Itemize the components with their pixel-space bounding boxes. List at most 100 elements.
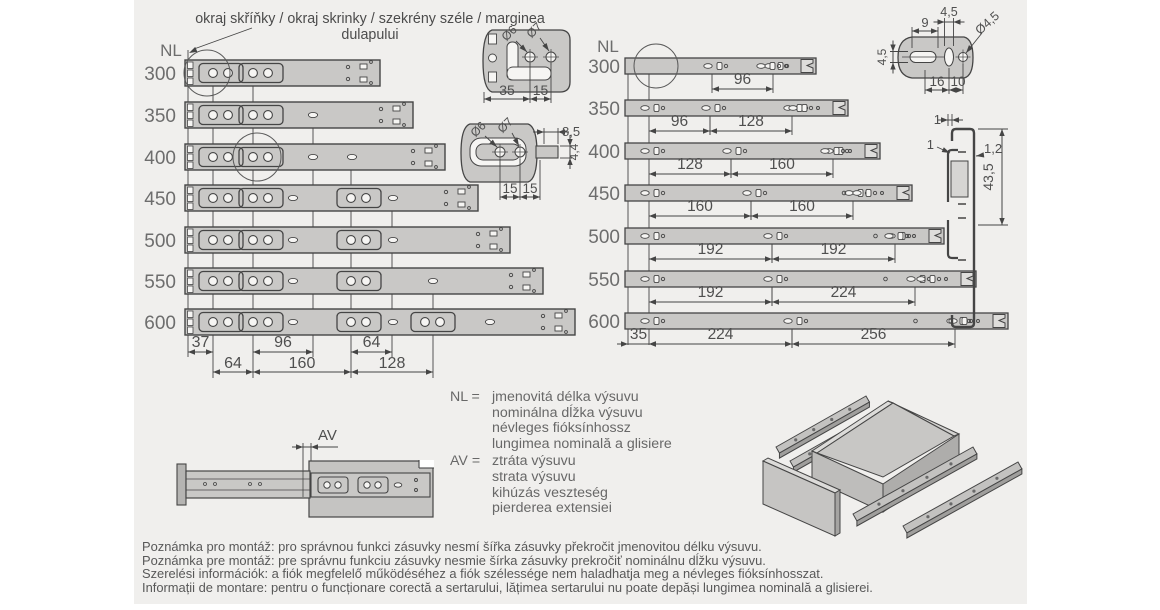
rivet-dot	[936, 276, 942, 282]
dim-arrow	[949, 87, 956, 93]
screw-hole	[208, 68, 218, 78]
slot-hole	[756, 63, 766, 69]
dim-value: 1,2	[984, 141, 1002, 156]
hole-group	[763, 274, 789, 284]
rivet-dot	[499, 227, 503, 231]
dim-value: 128	[738, 113, 764, 130]
mount-bracket	[198, 146, 244, 168]
screw-hole	[323, 481, 331, 489]
screw-hole	[361, 235, 371, 245]
leader-arrow	[489, 139, 497, 147]
rail-body	[624, 142, 881, 160]
bracket-outline	[238, 187, 284, 209]
bracket-outline	[317, 476, 349, 494]
slot-hole	[387, 194, 399, 202]
dim-arrow	[426, 369, 433, 375]
hole-group	[640, 316, 666, 326]
bracket-outline	[198, 229, 244, 251]
dim-value: 43,5	[980, 163, 996, 190]
mount-square	[187, 236, 194, 244]
mount-square	[187, 186, 194, 194]
drawer-slide-right-b	[902, 461, 1023, 539]
nl-value: 350	[144, 106, 176, 127]
hole-group	[701, 103, 727, 113]
dim-value: 96	[671, 113, 688, 130]
rivet-dot	[434, 144, 438, 148]
leader-arrow	[189, 46, 198, 53]
dim-arrow	[649, 213, 656, 219]
slide-outer-rail	[185, 470, 311, 499]
rivet-dot	[248, 482, 252, 486]
hole-group	[763, 231, 789, 241]
mount-bracket	[198, 187, 244, 209]
mount-bracket	[238, 229, 284, 251]
screw-hole	[263, 235, 273, 245]
end-square	[424, 147, 433, 154]
key-hole	[769, 61, 776, 71]
inner-rail-profile	[946, 148, 958, 260]
dim-arrow	[649, 256, 656, 262]
mount-square	[187, 310, 194, 318]
mount-bracket	[238, 104, 284, 126]
rivet-dot	[414, 478, 418, 482]
key-hole	[653, 231, 660, 241]
dim-arrow	[948, 341, 955, 347]
hole-group	[788, 103, 820, 113]
slide-row-nl-550: 550	[144, 267, 544, 295]
bracket-outline	[198, 311, 244, 333]
mount-square	[187, 194, 194, 202]
dim-arrow	[772, 256, 779, 262]
mount-square	[187, 111, 194, 119]
screw-hole	[263, 110, 273, 120]
legend-line: nominálna dĺžka výsuvu	[492, 404, 643, 421]
hole-group	[916, 274, 948, 284]
hole-group	[640, 274, 666, 284]
screw-hole	[248, 110, 258, 120]
dim-arrow	[766, 86, 773, 92]
screw-hole	[263, 276, 273, 286]
rivet-dot	[926, 515, 930, 519]
rail-end-hook	[896, 186, 910, 200]
rivet-dot	[660, 233, 666, 239]
slot-hole	[742, 190, 752, 196]
dim-arrow	[344, 369, 351, 375]
screw-hole	[223, 317, 233, 327]
rivet-dot	[721, 105, 727, 111]
key-hole	[929, 274, 936, 284]
rivet-dot	[803, 318, 809, 324]
note-ro: Informații de montare: pentru o funcțion…	[142, 579, 873, 595]
rivet-dot	[872, 190, 878, 196]
hole-group	[640, 146, 666, 156]
rivet-dot	[203, 482, 207, 486]
rivet-dot	[723, 63, 729, 69]
slot-hole	[703, 63, 713, 69]
key-hole	[796, 103, 803, 113]
legend-nl-lines: jmenovitá délka výsuvu nominálna dĺžka v…	[492, 389, 672, 452]
hole-group	[783, 316, 809, 326]
leader-line	[193, 27, 253, 50]
dim-value: 64	[224, 355, 242, 372]
rail-end-hook	[992, 314, 1006, 328]
outer-rail-profile	[950, 127, 976, 329]
mount-square	[187, 153, 194, 161]
detail-callout-circle	[232, 132, 282, 182]
leader-arrow	[976, 152, 985, 158]
slot-hole	[427, 277, 439, 285]
slot-hole	[640, 233, 650, 239]
legend-av: AV = ztráta výsuvu strata výsuvu kihúzás…	[450, 454, 672, 516]
slot-hole	[640, 148, 650, 154]
mount-square	[187, 244, 194, 252]
dim-value: 15	[522, 181, 537, 196]
mount-bracket	[336, 270, 382, 292]
slide-body	[184, 101, 414, 129]
slot-join	[508, 68, 517, 79]
leader-arrow	[941, 147, 950, 153]
nl-value: 600	[588, 312, 620, 333]
slot-hole	[346, 153, 358, 161]
slot-hole	[640, 318, 650, 324]
